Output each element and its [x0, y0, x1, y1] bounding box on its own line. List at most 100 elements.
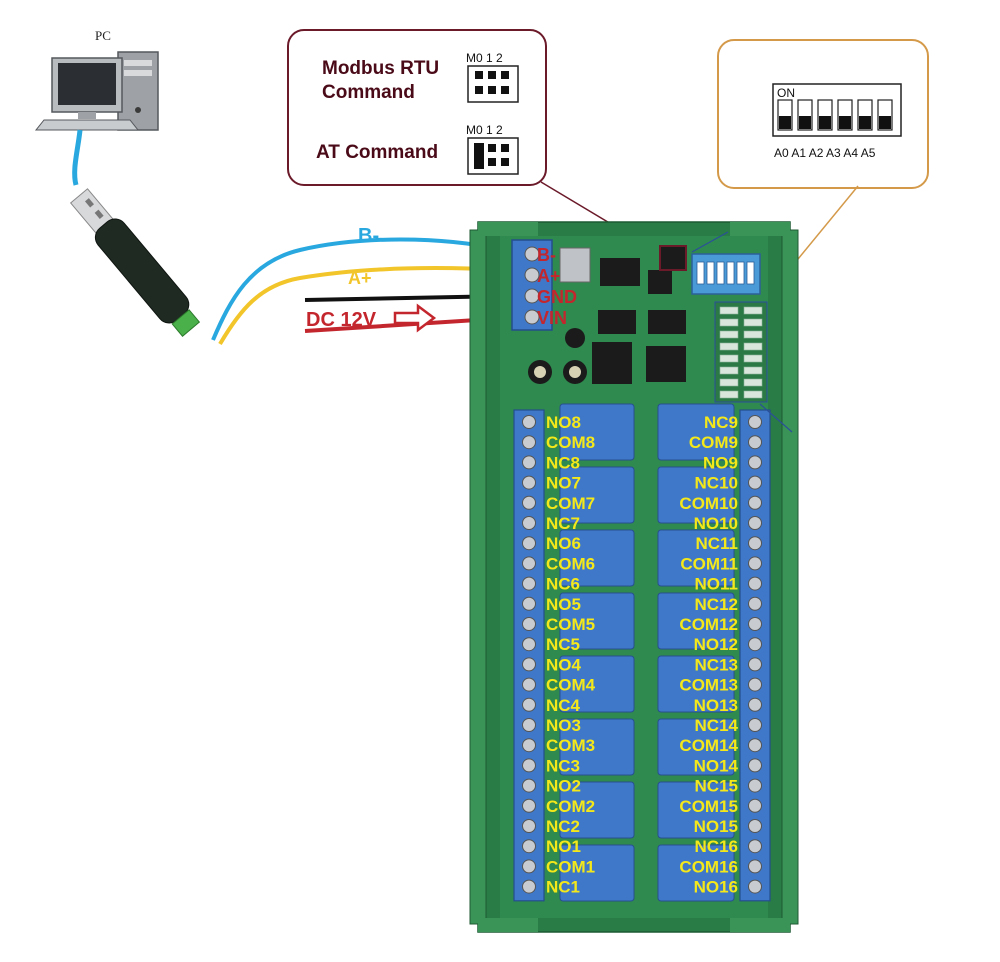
wire-a-plus: [218, 266, 506, 346]
led-5: [743, 330, 763, 339]
wire-b-minus: [211, 237, 506, 341]
left-terminal-nc5: NC5: [546, 635, 580, 654]
right-screw-nc9: [748, 415, 762, 429]
right-screw-com11: [748, 556, 762, 571]
right-terminal-nc16: NC16: [695, 837, 738, 856]
left-screw-nc3: [522, 758, 536, 773]
left-terminal-com4: COM4: [546, 676, 596, 695]
led-1: [743, 306, 763, 315]
power-screw-0: [524, 246, 540, 262]
right-terminal-no15: NO15: [694, 817, 738, 836]
pc-label: PC: [95, 28, 111, 43]
wire-dc-label: DC 12V: [306, 309, 377, 331]
usb-rs485-adapter-icon: [69, 188, 201, 337]
relay-right-11: [657, 529, 735, 587]
right-screw-no12: [748, 637, 762, 652]
led-7: [743, 342, 763, 351]
jumper-at-icon: [467, 137, 519, 175]
board-dip-slot-2: [716, 261, 725, 285]
board-dip-slot-3: [726, 261, 735, 285]
power-terminal-label-a: A+: [537, 266, 561, 286]
right-screw-no16: [748, 879, 762, 894]
right-terminal-nc10: NC10: [695, 474, 738, 493]
left-screw-nc4: [522, 697, 536, 712]
right-screw-no11: [748, 576, 762, 591]
left-terminal-com6: COM6: [546, 554, 595, 573]
relay-left-2: [559, 781, 635, 839]
right-terminal-no13: NO13: [694, 696, 738, 715]
led-4: [719, 330, 739, 339]
relay-left-4: [559, 655, 635, 713]
right-terminal-com16: COM16: [679, 857, 738, 876]
pc-icon: PC: [34, 28, 159, 131]
left-screw-com6: [522, 556, 536, 571]
left-screw-no8: [522, 415, 536, 429]
relay-right-13: [657, 655, 735, 713]
right-terminal-no11: NO11: [695, 575, 738, 594]
board-dip-slot-0: [696, 261, 705, 285]
right-screw-nc16: [748, 839, 762, 854]
right-screw-com14: [748, 738, 762, 753]
left-terminal-com3: COM3: [546, 736, 595, 755]
dip-switch-knob-0: [779, 116, 791, 129]
right-screw-no14: [748, 758, 762, 773]
right-terminal-com15: COM15: [679, 797, 738, 816]
jumper-modbus-icon: [467, 65, 519, 103]
right-screw-com12: [748, 617, 762, 631]
left-screw-no7: [522, 475, 536, 490]
right-terminal-com14: COM14: [679, 736, 738, 755]
left-terminal-nc2: NC2: [546, 817, 580, 836]
left-terminal-com7: COM7: [546, 494, 595, 513]
left-terminal-nc6: NC6: [546, 575, 580, 594]
right-terminal-nc13: NC13: [695, 655, 738, 674]
right-screw-no13: [748, 697, 762, 712]
left-screw-nc2: [522, 819, 536, 833]
right-screw-no10: [748, 516, 762, 530]
left-terminal-no3: NO3: [546, 716, 581, 735]
right-terminal-no12: NO12: [694, 635, 738, 654]
led-11: [743, 366, 763, 375]
relay-left-5: [559, 592, 635, 650]
power-screw-3: [524, 309, 540, 325]
left-terminal-no1: NO1: [546, 837, 581, 856]
left-terminal-nc1: NC1: [546, 878, 580, 897]
right-screw-com15: [748, 798, 762, 813]
relay-left-3: [559, 718, 635, 776]
right-screw-nc15: [748, 778, 762, 793]
right-screw-nc14: [748, 718, 762, 732]
jumper-header-bottom: M0 1 2: [466, 123, 503, 137]
right-terminal-no14: NO14: [694, 756, 739, 775]
right-screw-com9: [748, 435, 762, 450]
left-screw-nc8: [522, 455, 536, 470]
board-dip-slot-5: [746, 261, 755, 285]
right-terminal-com13: COM13: [679, 676, 738, 695]
left-terminal-com1: COM1: [546, 857, 595, 876]
left-screw-no6: [522, 536, 536, 551]
left-terminal-nc4: NC4: [546, 696, 581, 715]
left-screw-nc1: [522, 879, 536, 894]
led-3: [743, 318, 763, 327]
led-0: [719, 306, 739, 315]
led-15: [743, 390, 763, 399]
led-6: [719, 342, 739, 351]
right-screw-com16: [748, 859, 762, 874]
right-terminal-nc9: NC9: [704, 413, 738, 432]
left-screw-no2: [522, 778, 536, 793]
dip-switch-knob-2: [819, 116, 831, 129]
left-screw-no3: [522, 718, 536, 732]
left-terminal-nc3: NC3: [546, 756, 580, 775]
dip-on-label: ON: [777, 86, 795, 100]
board-dip-slot-1: [706, 261, 715, 285]
right-terminal-no9: NO9: [703, 453, 738, 472]
right-terminal-nc11: NC11: [695, 534, 738, 553]
right-terminal-no16: NO16: [694, 878, 738, 897]
left-terminal-no5: NO5: [546, 595, 581, 614]
board-dip-slot-4: [736, 261, 745, 285]
left-terminal-com8: COM8: [546, 433, 595, 452]
left-terminal-no8: NO8: [546, 413, 581, 432]
led-8: [719, 354, 739, 363]
dip-switch-labels: A0 A1 A2 A3 A4 A5: [774, 146, 876, 160]
right-screw-com13: [748, 677, 762, 692]
right-terminal-nc12: NC12: [695, 595, 738, 614]
left-terminal-com5: COM5: [546, 615, 595, 634]
